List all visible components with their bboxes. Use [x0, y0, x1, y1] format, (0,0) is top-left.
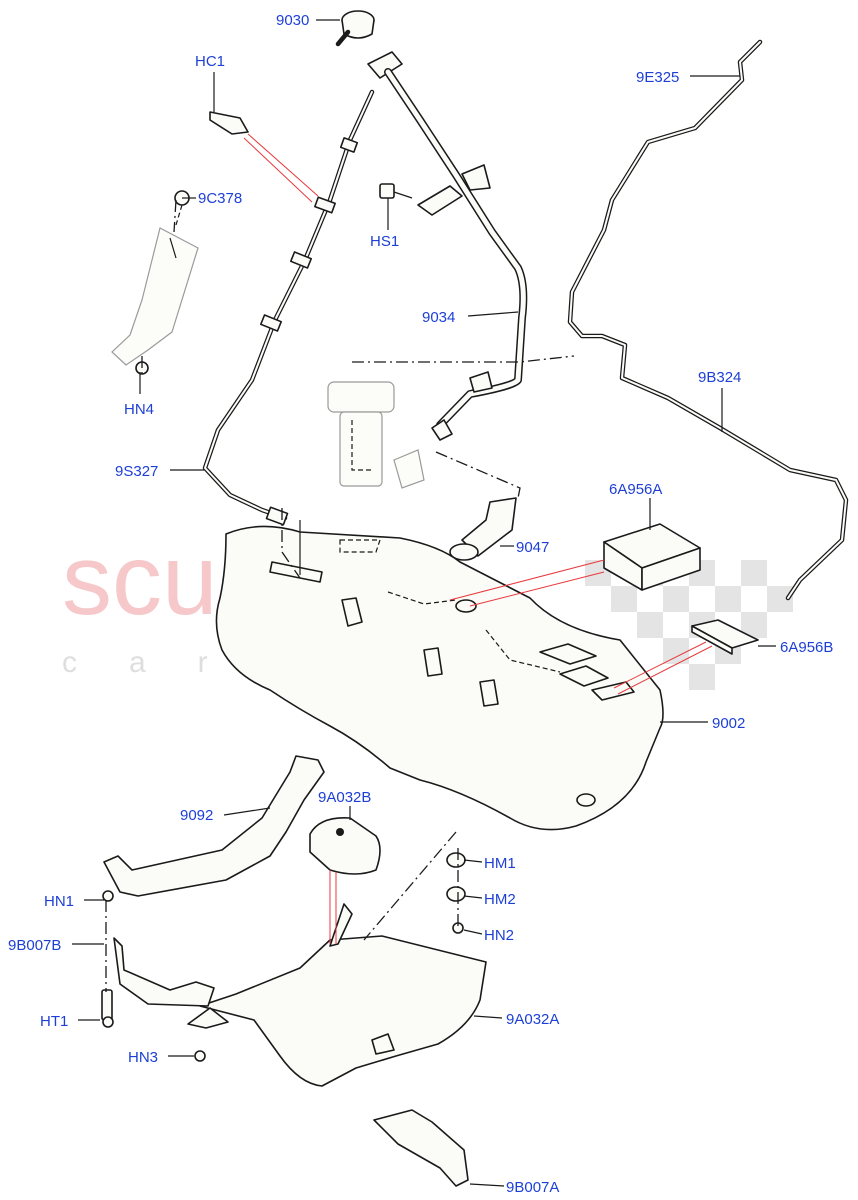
vent-hose-9S327	[202, 89, 375, 526]
hose-clip-HC1	[209, 111, 249, 135]
callout-9002: 9002	[712, 715, 745, 732]
callout-HS1: HS1	[370, 233, 399, 250]
callout-HM2: HM2	[484, 891, 516, 908]
bracket-9B007B	[113, 937, 215, 1007]
alignment-lines	[105, 199, 575, 992]
callout-9047: 9047	[516, 539, 549, 556]
callout-9C378: 9C378	[198, 190, 242, 207]
callout-9092: 9092	[180, 807, 213, 824]
nut-HN3	[194, 1050, 206, 1062]
callout-9A032B: 9A032B	[318, 789, 371, 806]
callout-6A956A: 6A956A	[609, 481, 662, 498]
callout-labels: 9030 HC1 9E325 9C378 HS1 9034 9B324 HN4 …	[8, 12, 833, 1196]
fuel-filler-cap-9030	[335, 10, 375, 47]
callout-6A956B: 6A956B	[780, 639, 833, 656]
mount-HM1	[446, 852, 466, 868]
callout-9030: 9030	[276, 12, 309, 29]
callout-9B324: 9B324	[698, 369, 741, 386]
stud-HT1	[101, 989, 113, 1021]
callout-9S327: 9S327	[115, 463, 158, 480]
red-reference-lines	[243, 133, 713, 944]
fuel-tank-9002	[215, 520, 664, 831]
mount-HM2	[446, 886, 466, 902]
callout-HN3: HN3	[128, 1049, 158, 1066]
callout-HC1: HC1	[195, 53, 225, 70]
callout-HN4: HN4	[124, 401, 154, 418]
callout-9A032A: 9A032A	[506, 1011, 559, 1028]
callout-HT1: HT1	[40, 1013, 68, 1030]
filler-neck-9047	[449, 497, 517, 561]
callout-HN1: HN1	[44, 893, 74, 910]
foam-pad-6A956B	[691, 619, 759, 655]
callout-9034: 9034	[422, 309, 455, 326]
bolt-HS1	[379, 183, 413, 199]
vapour-line-9B324	[567, 39, 849, 601]
heat-shield-9A032A	[187, 903, 487, 1087]
fasteners	[101, 852, 466, 1062]
heat-shield-9A032B	[309, 817, 381, 875]
callout-HN2: HN2	[484, 927, 514, 944]
bracket-9C378	[111, 190, 199, 375]
tank-strap-9092	[103, 755, 325, 897]
leader-lines	[72, 19, 776, 1187]
fuel-pump-module	[327, 381, 425, 489]
callout-9B007B: 9B007B	[8, 937, 61, 954]
nut-HN1	[102, 890, 114, 902]
callout-HM1: HM1	[484, 855, 516, 872]
bracket-9B007A	[373, 1109, 469, 1187]
callout-9E325: 9E325	[636, 69, 679, 86]
callout-9B007A: 9B007A	[506, 1179, 559, 1196]
filler-pipe-9034	[367, 51, 528, 441]
foam-pad-6A956A	[603, 523, 701, 591]
